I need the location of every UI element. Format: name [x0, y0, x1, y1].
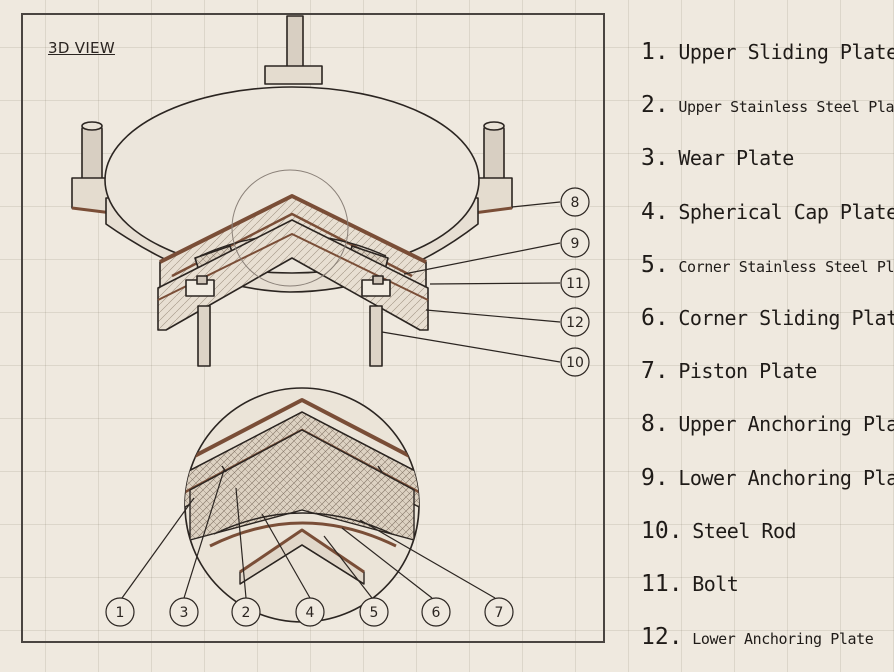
legend-item: 11. Bolt	[641, 566, 891, 619]
legend-item: 9. Lower Anchoring Plate	[641, 460, 894, 513]
callout-12: 12	[566, 315, 584, 331]
callout-9: 9	[571, 236, 580, 252]
callout-3: 3	[180, 605, 189, 621]
legend-number: 3.	[641, 145, 669, 172]
legend-label: Lower Anchoring Plate	[692, 630, 874, 649]
legend-number: 8.	[641, 411, 669, 438]
legend-label: Upper Anchoring Plate	[678, 412, 894, 437]
legend-label: Lower Anchoring Plate	[678, 465, 894, 490]
detail-marker-circle	[231, 169, 349, 287]
bottom-callout-lines	[105, 469, 514, 627]
cutaway-section	[157, 194, 429, 367]
legend-item: 4. Spherical Cap Plate	[641, 194, 894, 247]
legend-label: Upper Stainless Steel Plate	[678, 98, 894, 117]
legend-label: Corner Sliding Plate	[678, 305, 894, 330]
bearing-3d-view	[71, 15, 513, 367]
legend-item: 5. Corner Stainless Steel Plate	[641, 247, 894, 300]
legend-label: Bolt	[692, 571, 739, 596]
callout-1: 1	[116, 605, 125, 621]
callout-8: 8	[571, 195, 580, 211]
legend-item: 2. Upper Stainless Steel Plate	[641, 87, 894, 140]
upper-plate-top	[104, 86, 480, 274]
top-callouts	[381, 187, 590, 377]
left-rod	[81, 125, 103, 185]
legend-label: Corner Stainless Steel Plate	[678, 257, 894, 276]
legend-number: 1.	[641, 39, 669, 65]
legend-label: Spherical Cap Plate	[678, 199, 894, 224]
legend-number: 5.	[641, 251, 669, 278]
legend-item: 7. Piston Plate	[641, 353, 891, 406]
legend-number: 4.	[641, 198, 669, 225]
legend-item: 8. Upper Anchoring Plate	[641, 406, 894, 459]
legend-label: Steel Rod	[692, 518, 797, 543]
top-anchor-block	[264, 65, 323, 85]
legend-number: 10.	[641, 517, 683, 544]
callout-11: 11	[566, 276, 584, 292]
callout-7: 7	[495, 605, 504, 621]
legend-number: 9.	[641, 464, 669, 491]
legend-item: 12. Lower Anchoring Plate	[641, 619, 891, 672]
legend-item: 10. Steel Rod	[641, 513, 891, 566]
right-rod	[483, 125, 505, 185]
callout-6: 6	[432, 605, 441, 621]
callout-2: 2	[242, 605, 251, 621]
drawing-frame	[21, 13, 605, 643]
legend-item: 1. Upper Sliding Plate	[641, 34, 894, 87]
legend-number: 7.	[641, 358, 669, 385]
callout-4: 4	[306, 605, 315, 621]
callout-5: 5	[370, 605, 379, 621]
legend-number: 2.	[641, 92, 669, 119]
top-rod	[286, 15, 304, 69]
legend-item: 3. Wear Plate	[641, 140, 891, 193]
view-title: 3D VIEW	[48, 39, 115, 57]
legend-number: 11.	[641, 570, 683, 597]
legend-label: Wear Plate	[678, 146, 794, 171]
legend-number: 6.	[641, 304, 669, 331]
legend-label: Upper Sliding Plate	[678, 40, 894, 64]
detail-view	[184, 387, 420, 623]
callout-10: 10	[566, 355, 584, 371]
legend-number: 12.	[641, 624, 683, 651]
legend-label: Piston Plate	[678, 359, 817, 384]
legend-item: 6. Corner Sliding Plate	[641, 300, 894, 353]
